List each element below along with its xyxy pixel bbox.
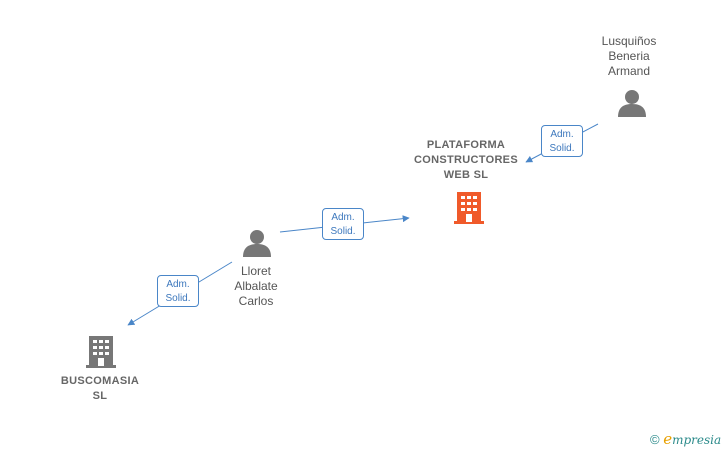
role-badge[interactable]: Adm. Solid. [541, 125, 583, 157]
person-icon[interactable] [617, 89, 647, 117]
person-icon[interactable] [242, 229, 272, 257]
person-label-lusquinos[interactable]: Lusquiños Beneria Armand [601, 34, 657, 78]
copyright-icon: © [650, 432, 660, 447]
building-icon[interactable] [84, 334, 118, 368]
role-badge[interactable]: Adm. Solid. [322, 208, 364, 240]
role-badge[interactable]: Adm. Solid. [157, 275, 199, 307]
company-label-plataforma[interactable]: PLATAFORMA CONSTRUCTORES WEB SL [414, 139, 518, 181]
building-icon[interactable] [452, 190, 486, 224]
person-label-lloret[interactable]: Lloret Albalate Carlos [234, 264, 278, 308]
company-label-buscomasia[interactable]: BUSCOMASIA SL [60, 375, 140, 402]
brand-logo: empresia [663, 430, 722, 448]
footer-brand[interactable]: © empresia [650, 430, 721, 448]
